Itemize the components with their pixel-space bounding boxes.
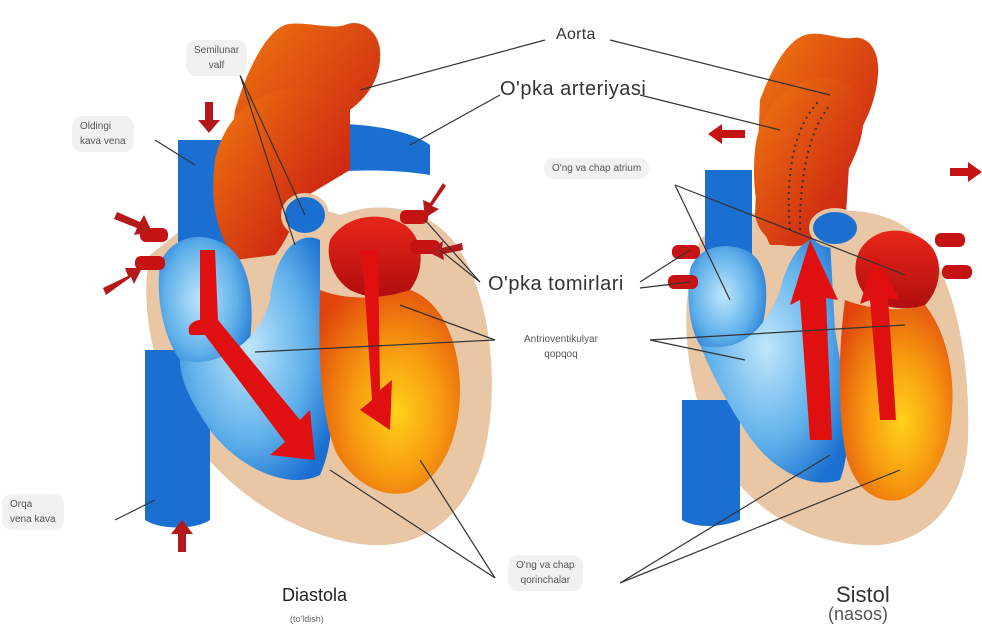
pulmonary-vein-stub <box>135 256 165 270</box>
label-superior-vena-cava: Oldingi kava vena <box>72 116 134 152</box>
caption-systole-sub: (nasos) <box>828 604 888 625</box>
label-atria: O'ng va chap atrium <box>544 158 649 179</box>
outflow-arrow <box>708 124 745 144</box>
label-av-valve: Antrioventikulyar qopqoq <box>524 332 598 362</box>
label-av-line1: Antrioventikulyar <box>524 332 598 347</box>
caption-diastole: Diastola <box>282 585 347 606</box>
label-qorinchalar-line2: qorinchalar <box>516 573 575 588</box>
inflow-arrow <box>114 212 152 235</box>
pulmonary-vein-stub <box>942 265 972 279</box>
label-semilunar-line1: Semilunar <box>194 43 239 58</box>
label-semilunar-line2: valf <box>194 58 239 73</box>
caption-diastole-sub: (to'ldish) <box>290 614 324 624</box>
heart-systole <box>668 34 982 546</box>
label-aorta: Aorta <box>556 26 596 44</box>
label-inferior-vena-cava: Orqa vena kava <box>2 494 64 530</box>
inflow-arrow <box>423 183 446 218</box>
pulmonary-vein-stub <box>668 275 698 289</box>
label-orqa-line1: Orqa <box>10 497 56 512</box>
label-qorinchalar-line1: O'ng va chap <box>516 558 575 573</box>
label-oldingi-line1: Oldingi <box>80 119 126 134</box>
label-pulmonary-veins: O'pka tomirlari <box>488 273 624 296</box>
label-av-line2: qopqoq <box>524 347 598 362</box>
inferior-vena-cava-right <box>682 400 740 526</box>
outflow-arrow <box>950 162 982 182</box>
inflow-arrow <box>103 268 142 295</box>
heart-diastole <box>103 23 492 552</box>
pulmonary-vein-stub <box>935 233 965 247</box>
label-semilunar-valve: Semilunar valf <box>186 40 247 76</box>
label-oldingi-line2: kava vena <box>80 134 126 149</box>
pulmonary-vein-stub <box>400 210 428 224</box>
inflow-arrow <box>198 102 220 133</box>
label-orqa-line2: vena kava <box>10 512 56 527</box>
label-pulmonary-artery: O'pka arteriyasi <box>500 78 646 101</box>
label-ventricles: O'ng va chap qorinchalar <box>508 555 583 591</box>
